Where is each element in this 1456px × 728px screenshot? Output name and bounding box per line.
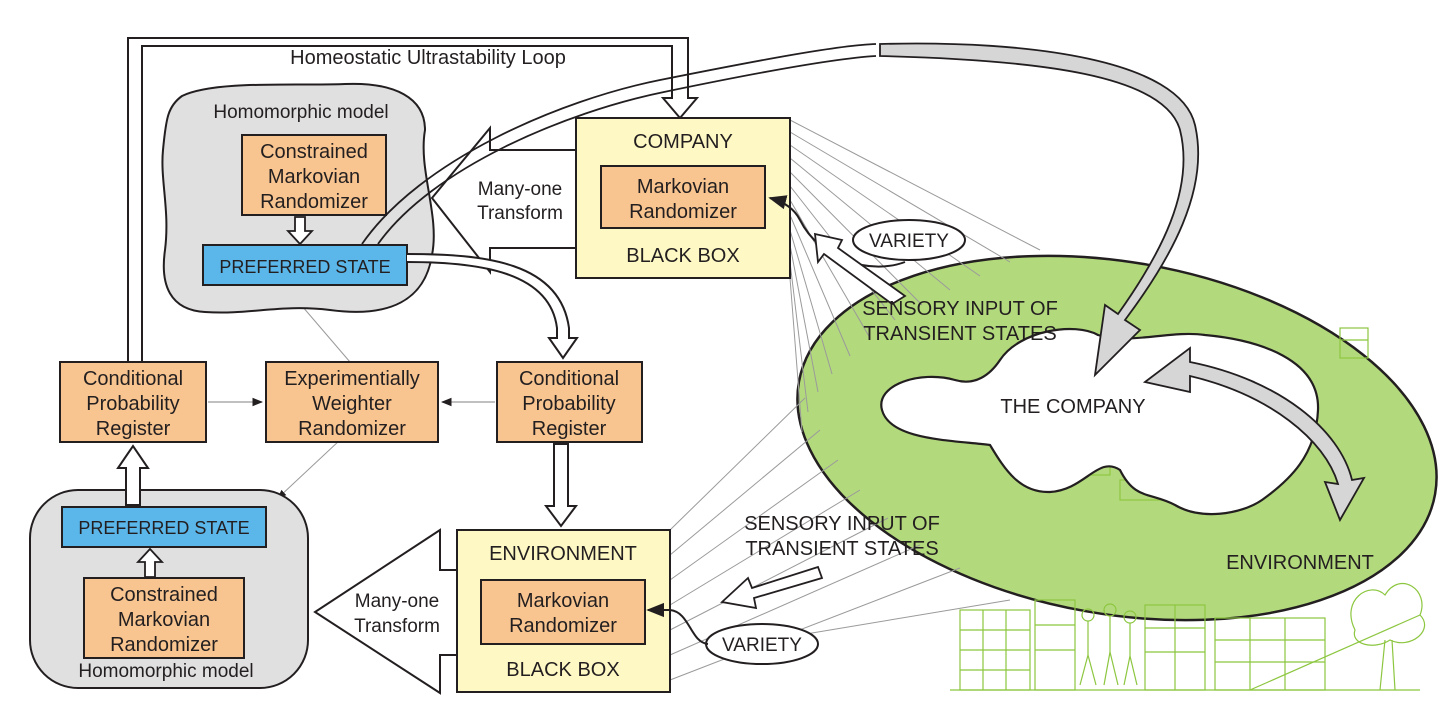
company-title: COMPANY xyxy=(633,131,733,153)
bottom-state-to-register-arrow xyxy=(116,444,150,506)
top-sensory-line-1: SENSORY INPUT OF xyxy=(862,298,1058,320)
top-sensory-arrow xyxy=(813,232,907,306)
bottom-randomizer-box xyxy=(83,577,245,659)
bottom-sensory-arrow xyxy=(720,565,824,610)
weighter-line-1: Experimentially xyxy=(284,368,420,390)
bottom-randomizer-line-1: Constrained xyxy=(110,584,218,606)
top-sweep-curve xyxy=(361,43,877,245)
company-footer: BLACK BOX xyxy=(626,245,739,267)
loop-label: Homeostatic Ultrastability Loop xyxy=(290,47,566,69)
bottom-preferred-state: PREFERRED STATE xyxy=(78,518,249,538)
top-model-inner-arrow xyxy=(285,216,315,246)
weighter-line-2: Weighter xyxy=(312,393,392,415)
top-transform-line-2: Transform xyxy=(477,203,563,224)
right-register-line-1: Conditional xyxy=(519,368,619,390)
top-randomizer-line-2: Markovian xyxy=(268,166,360,188)
left-register-line-1: Conditional xyxy=(83,368,183,390)
top-transform-line-1: Many-one xyxy=(478,179,563,200)
top-randomizer-line-3: Randomizer xyxy=(260,191,368,213)
environment-footer: BLACK BOX xyxy=(506,659,619,681)
top-preferred-state-box xyxy=(202,244,408,286)
preferred-state-to-register-arrow xyxy=(406,253,579,360)
top-sweep-curve-inner xyxy=(377,55,877,245)
the-company-label: THE COMPANY xyxy=(1000,396,1145,418)
bottom-transform-line-2: Transform xyxy=(354,616,440,637)
bottom-preferred-state-box xyxy=(61,506,267,548)
left-register-box xyxy=(59,361,207,443)
right-register-line-2: Probability xyxy=(522,393,615,415)
bottom-transform-arrow xyxy=(313,528,458,695)
right-register: Conditional Probability Register xyxy=(496,361,643,443)
right-register-line-3: Register xyxy=(532,418,607,440)
bottom-homomorphic-model: PREFERRED STATE Constrained Markovian Ra… xyxy=(29,489,309,689)
bottom-model-inner-arrow xyxy=(135,547,165,578)
bottom-variety-label: VARIETY xyxy=(722,635,802,656)
company-randomizer-box xyxy=(600,165,766,229)
top-homomorphic-model: Homomorphic model Constrained Markovian … xyxy=(161,82,435,314)
top-variety-to-randomizer-arrow xyxy=(768,195,906,268)
environment-black-box: ENVIRONMENT Markovian Randomizer BLACK B… xyxy=(456,529,671,693)
weighter-line-3: Randomizer xyxy=(298,418,406,440)
company-randomizer-line-1: Markovian xyxy=(637,176,729,198)
top-preferred-state: PREFERRED STATE xyxy=(219,257,390,277)
environment-randomizer-box xyxy=(480,579,646,645)
bottom-sensory-line-2: TRANSIENT STATES xyxy=(745,538,938,560)
environment-title: ENVIRONMENT xyxy=(489,543,637,565)
right-register-box xyxy=(496,361,643,443)
top-transform-arrow xyxy=(430,125,577,275)
top-variety-ellipse xyxy=(852,219,966,261)
top-model-title: Homomorphic model xyxy=(213,102,388,123)
environment-randomizer-line-2: Randomizer xyxy=(509,615,617,637)
bottom-variety-to-randomizer-arrow xyxy=(646,602,709,645)
weighter-randomizer: Experimentially Weighter Randomizer xyxy=(265,361,439,443)
top-variety-label: VARIETY xyxy=(869,231,949,252)
bottom-model-title: Homomorphic model xyxy=(78,661,253,682)
bottom-randomizer-line-3: Randomizer xyxy=(110,634,218,656)
left-register-line-2: Probability xyxy=(86,393,179,415)
top-sensory-line-2: TRANSIENT STATES xyxy=(863,323,1056,345)
bottom-transform-line-1: Many-one xyxy=(355,591,440,612)
company-black-box: COMPANY Markovian Randomizer BLACK BOX xyxy=(575,117,791,279)
company-environment-exchange-arrow xyxy=(1142,346,1366,523)
top-randomizer-box xyxy=(241,134,387,216)
environment-label: ENVIRONMENT xyxy=(1226,552,1374,574)
weighter-box xyxy=(265,361,439,443)
company-to-environment-arrow xyxy=(879,42,1200,378)
register-to-environment-arrow xyxy=(544,443,578,528)
bottom-randomizer-line-2: Markovian xyxy=(118,609,210,631)
left-register: Conditional Probability Register xyxy=(59,361,207,443)
environment-randomizer-line-1: Markovian xyxy=(517,590,609,612)
top-randomizer-line-1: Constrained xyxy=(260,141,368,163)
company-randomizer-line-2: Randomizer xyxy=(629,201,737,223)
bottom-sensory-line-1: SENSORY INPUT OF xyxy=(744,513,940,535)
left-register-line-3: Register xyxy=(96,418,171,440)
